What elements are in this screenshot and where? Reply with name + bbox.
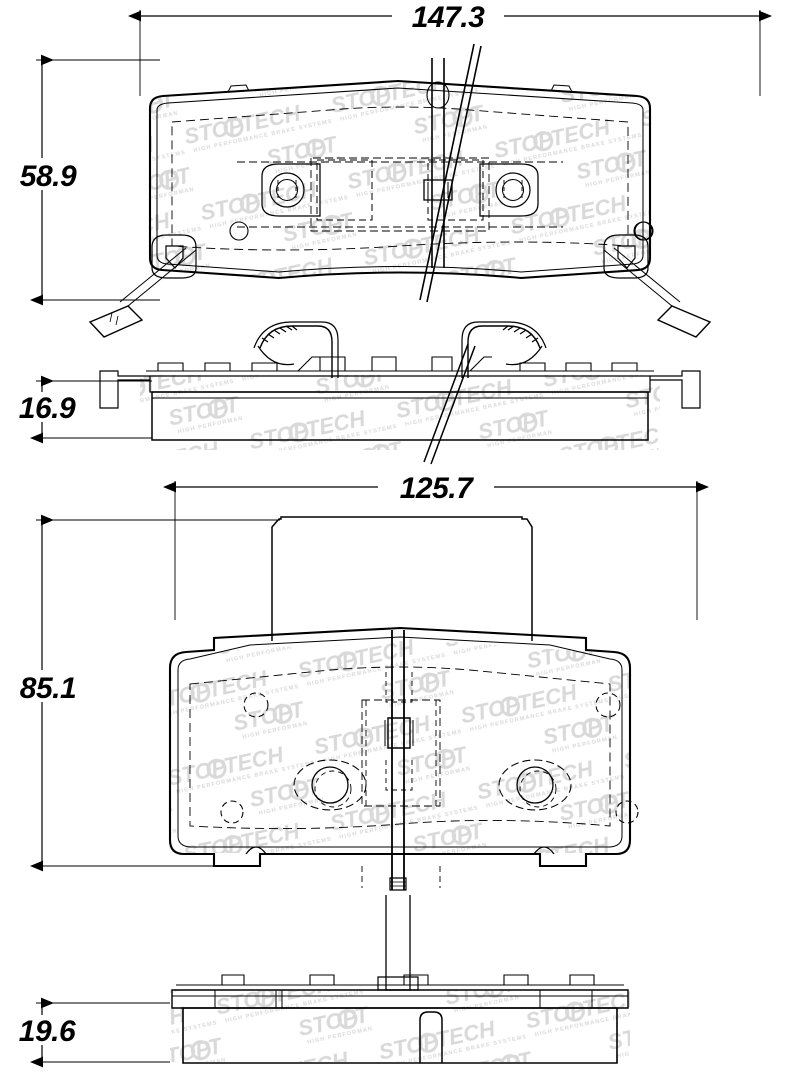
outer-pad-outline (148, 79, 652, 280)
watermark-outer-face (150, 82, 650, 277)
inner-bracket-guides (365, 700, 437, 806)
inner-hole-bottom-left (220, 800, 244, 824)
inner-edge-friction-body (182, 1007, 618, 1064)
outer-hole-left (229, 221, 249, 241)
outer-boss-right (479, 163, 539, 217)
inner-pad-outline (168, 626, 632, 868)
clip-spring-left (259, 325, 333, 378)
dimension-inner-thickness: 19.6 (2, 997, 170, 1068)
dimension-outer-thickness: 16.9 (2, 375, 152, 444)
inner-upper-tab (271, 516, 533, 641)
outer-top-notch-right (550, 84, 573, 93)
dimension-inner-height-label: 85.1 (20, 672, 76, 705)
outer-boss-left (261, 163, 321, 217)
edge-end-clip-right (650, 370, 701, 409)
inner-boss-left (293, 759, 367, 811)
clip-spring-right-outer (461, 321, 547, 378)
dimension-inner-thickness-label: 19.6 (19, 1015, 76, 1048)
inner-edge-center-slot (419, 1011, 443, 1063)
inner-edge-top-tabs (221, 974, 595, 985)
inner-edge-rail-separators (214, 990, 593, 1008)
outer-leader-left (119, 247, 197, 307)
outer-hole-right (633, 221, 653, 241)
watermark-inner-face (170, 638, 630, 853)
inner-hole-top-right (595, 692, 621, 718)
outer-break-line (419, 43, 482, 303)
dimension-outer-height: 58.9 (2, 54, 160, 306)
inner-center-rail (384, 630, 414, 891)
outer-leader-right (603, 247, 681, 307)
inner-bottom-notch-right (533, 846, 555, 855)
inner-pad-inner-edge (177, 636, 623, 848)
inner-friction-outline (189, 666, 611, 830)
inner-boss-right (498, 759, 572, 811)
dimension-outer-height-label: 58.9 (20, 160, 77, 193)
outer-tab-right (656, 305, 712, 338)
outer-top-notch-left (227, 84, 250, 93)
dimension-outer-thickness-label: 16.9 (19, 392, 76, 425)
inner-edge-backing-rail (171, 989, 629, 1009)
edge-break-line (423, 343, 476, 465)
outer-slot-left (316, 159, 373, 221)
view-inner-pad-edge (170, 895, 630, 1064)
view-inner-pad-face (168, 516, 639, 891)
outer-tab-left-hatch (109, 312, 119, 326)
dimension-inner-width: 125.7 (163, 472, 709, 620)
inner-hole-top-left (243, 692, 269, 718)
dimension-inner-width-label: 125.7 (400, 472, 474, 505)
inner-bracket-dashed (361, 699, 441, 807)
outer-friction-outline (171, 106, 629, 251)
inner-hole-bottom-right (615, 800, 639, 824)
watermark-outer-edge (140, 375, 660, 450)
outer-bracket-guides (237, 161, 563, 228)
outer-tab-left (88, 305, 144, 338)
outer-center-slot (423, 58, 453, 268)
clip-spring-left-tip (257, 345, 295, 366)
edge-top-tabs (157, 356, 638, 372)
outer-keyhole-left (151, 234, 197, 279)
inner-bottom-notch-left (245, 846, 267, 855)
view-outer-pad-edge (99, 321, 701, 465)
clip-spring-right-hatch (502, 325, 539, 343)
outer-keyhole-right (603, 234, 649, 279)
watermark-inner-edge (170, 990, 630, 1062)
clip-spring-left-hatch (261, 325, 298, 343)
edge-friction-body (151, 391, 649, 441)
inner-bracket-extension (361, 866, 441, 888)
clip-spring-right-tip (505, 345, 543, 366)
outer-bracket-dashed (310, 157, 490, 232)
dimension-outer-width: 147.3 (128, 1, 772, 96)
dimension-inner-height: 85.1 (2, 514, 280, 872)
clip-spring-right (467, 325, 541, 378)
edge-end-clip-left (99, 370, 150, 409)
edge-backing-rail (149, 375, 651, 393)
clip-spring-left-outer (253, 321, 339, 378)
view-outer-pad-face (88, 43, 712, 338)
dimension-outer-width-label: 147.3 (412, 1, 485, 34)
